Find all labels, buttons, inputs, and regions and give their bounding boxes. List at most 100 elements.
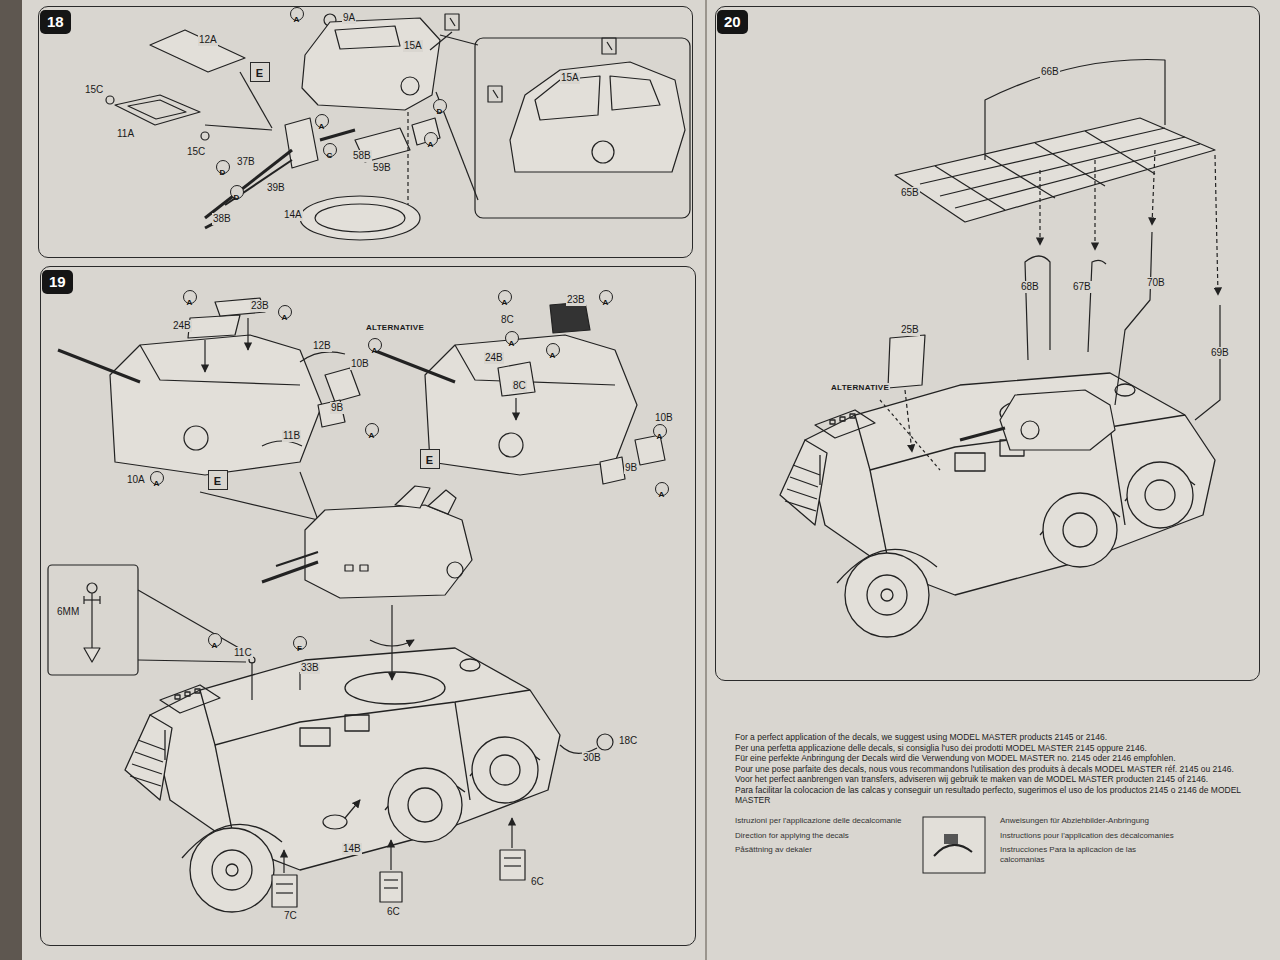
step-18-art bbox=[602, 38, 616, 54]
step-20-art bbox=[895, 118, 1215, 222]
step-20-art bbox=[960, 428, 1005, 440]
decal-note: Para facilitar la colocacion de las calc… bbox=[735, 785, 1270, 806]
step-20-art bbox=[935, 166, 1005, 210]
step-18-art bbox=[115, 95, 200, 125]
decal-instruction: Direction for applying the decals bbox=[735, 831, 910, 841]
step-19-art bbox=[48, 298, 665, 912]
step-20-art bbox=[1025, 256, 1050, 360]
step-19-art bbox=[251, 662, 252, 700]
step-18-art bbox=[607, 42, 612, 50]
decal-instruction: Anweisungen für Abziehbilder-Anbringung bbox=[1000, 816, 1175, 826]
step-20-art bbox=[1088, 260, 1106, 352]
step-19-art bbox=[428, 490, 456, 514]
step-20-art bbox=[1195, 305, 1220, 420]
part-letter: A bbox=[659, 490, 665, 499]
decal-note: Voor het perfect aanbrengen van transfer… bbox=[735, 774, 1270, 785]
step-19-art bbox=[345, 565, 353, 571]
part-letter: A bbox=[657, 432, 663, 441]
letter-circle: A bbox=[150, 471, 164, 485]
step-panel: 20 bbox=[715, 6, 1260, 681]
letter-circle: A bbox=[183, 290, 197, 304]
step-19-art bbox=[600, 457, 625, 484]
step-18-art bbox=[412, 118, 440, 145]
alternative-note: ALTERNATIVE bbox=[830, 383, 890, 392]
left-page bbox=[22, 0, 706, 960]
callout-number: 9B bbox=[330, 402, 344, 414]
letter-circle: D bbox=[216, 160, 230, 174]
step-19-art bbox=[391, 605, 392, 680]
step-19-art bbox=[247, 318, 248, 350]
step-20-art bbox=[985, 60, 1165, 161]
step-19-art bbox=[184, 426, 208, 450]
part-letter: D bbox=[437, 107, 443, 116]
callout-number: 10B bbox=[654, 412, 674, 424]
callout-number: 69B bbox=[1210, 347, 1230, 359]
part-letter: A bbox=[212, 641, 218, 650]
step-18-art bbox=[510, 62, 685, 172]
letter-circle: A bbox=[505, 331, 519, 345]
step-19-art bbox=[447, 562, 463, 578]
step-20-art bbox=[940, 137, 1185, 196]
step-18-art bbox=[430, 32, 452, 50]
letter-box: E bbox=[208, 470, 228, 490]
step-number: 18 bbox=[40, 10, 71, 34]
callout-number: 11C bbox=[233, 647, 253, 659]
step-18-art bbox=[150, 30, 245, 72]
step-19-art bbox=[140, 345, 300, 385]
part-letter: A bbox=[372, 346, 378, 355]
step-19-art bbox=[200, 492, 318, 520]
callout-number: 33B bbox=[300, 662, 320, 674]
letter-circle: A bbox=[655, 482, 669, 496]
decal-instruction: Instructions pour l'application des déca… bbox=[1000, 831, 1175, 841]
step-19-art bbox=[272, 875, 297, 907]
callout-number: 8C bbox=[500, 314, 515, 326]
step-20-art bbox=[1000, 390, 1115, 450]
step-19-art bbox=[455, 345, 615, 385]
step-19-art bbox=[48, 565, 138, 675]
letter-circle: F bbox=[293, 636, 307, 650]
letter-circle: D bbox=[433, 99, 447, 113]
step-19-art bbox=[87, 583, 97, 593]
part-letter: A bbox=[282, 313, 288, 322]
step-20-art bbox=[905, 390, 912, 452]
step-number: 20 bbox=[717, 10, 748, 34]
decal-note: For a perfect application of the decals,… bbox=[735, 732, 1270, 743]
decal-instructions: Istruzioni per l'applicazione delle deca… bbox=[735, 816, 910, 860]
decal-note: Pour une pose parfaite des decals, nous … bbox=[735, 764, 1270, 775]
step-18-art bbox=[300, 196, 420, 240]
letter-circle: A bbox=[653, 424, 667, 438]
step-20-art bbox=[888, 335, 925, 388]
letter-circle: A bbox=[290, 7, 304, 21]
part-letter: A bbox=[369, 431, 375, 440]
step-20-art bbox=[985, 155, 1055, 198]
callout-number: 23B bbox=[566, 294, 586, 306]
part-letter: E bbox=[256, 67, 263, 79]
step-18-art bbox=[201, 132, 209, 140]
step-20-art bbox=[880, 400, 940, 470]
step-19-art bbox=[360, 565, 368, 571]
letter-box: E bbox=[420, 449, 440, 469]
part-letter: A bbox=[294, 15, 300, 24]
step-19-art bbox=[283, 850, 284, 873]
callout-number: 10B bbox=[350, 358, 370, 370]
step-19-art bbox=[188, 315, 240, 338]
callout-number: 9A bbox=[342, 12, 356, 24]
callout-number: 7C bbox=[283, 910, 298, 922]
step-20-art bbox=[1152, 150, 1155, 225]
letter-circle: A bbox=[315, 114, 329, 128]
step-19-art bbox=[110, 335, 322, 475]
callout-number: 68B bbox=[1020, 281, 1040, 293]
step-20-art bbox=[1035, 143, 1105, 186]
callout-number: 15C bbox=[84, 84, 104, 96]
step-19-art bbox=[276, 883, 293, 884]
part-letter: D bbox=[220, 168, 226, 177]
step-19-art bbox=[597, 734, 613, 750]
letter-circle: A bbox=[365, 423, 379, 437]
part-letter: D bbox=[234, 193, 240, 202]
step-19-art bbox=[500, 850, 525, 880]
part-letter: A bbox=[428, 140, 434, 149]
callout-number: 9B bbox=[624, 462, 638, 474]
step-19-art bbox=[300, 472, 318, 520]
callout-number: 6C bbox=[386, 906, 401, 918]
step-19-art bbox=[425, 335, 637, 475]
